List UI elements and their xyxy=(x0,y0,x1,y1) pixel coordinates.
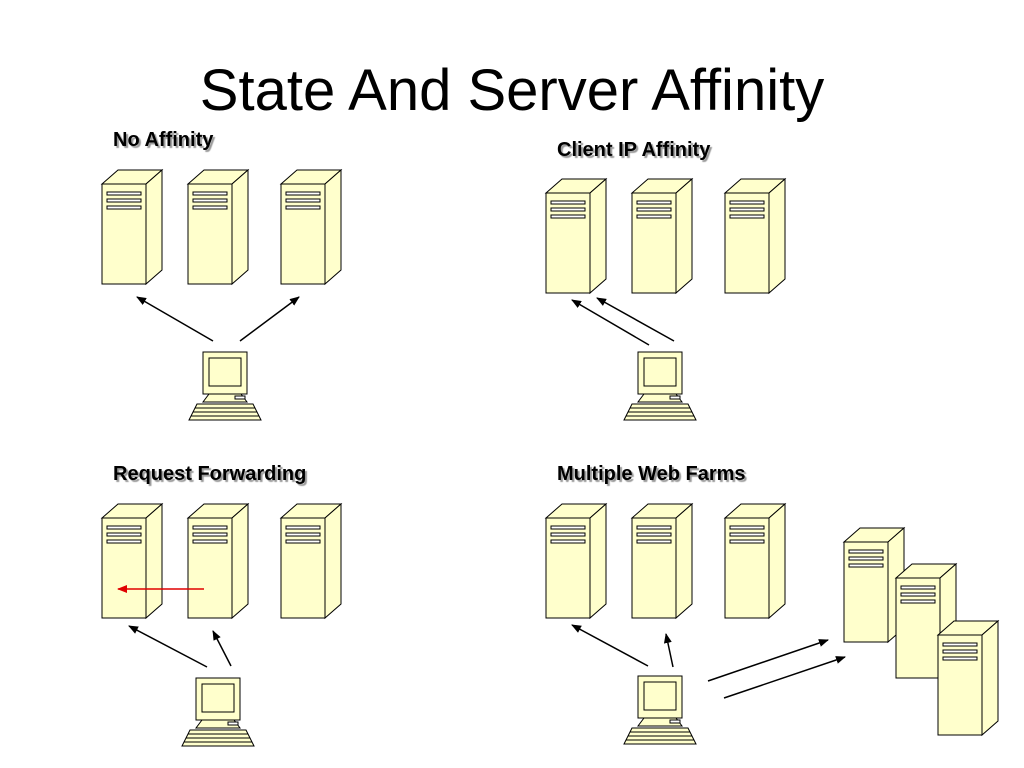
server-web-farm-b-3 xyxy=(936,619,1000,737)
client-forwarding xyxy=(181,677,255,747)
client-web-farms xyxy=(623,675,697,745)
arrow-web-farms-4 xyxy=(723,656,846,699)
server-forwarding-2 xyxy=(186,502,250,620)
label-multiple-web-farms: Multiple Web Farms xyxy=(557,463,746,485)
arrow-no-affinity-2 xyxy=(239,296,300,342)
server-forwarding-1 xyxy=(100,502,164,620)
arrow-no-affinity-1 xyxy=(136,296,214,342)
arrow-client-ip-1 xyxy=(571,299,650,346)
label-client-ip-affinity: Client IP Affinity xyxy=(557,139,711,161)
client-no-affinity xyxy=(188,351,262,421)
server-web-farm-a-1 xyxy=(544,502,608,620)
label-request-forwarding: Request Forwarding xyxy=(113,463,307,485)
arrow-web-farms-3 xyxy=(707,639,829,682)
arrow-forwarding-2 xyxy=(212,630,232,667)
server-no-affinity-1 xyxy=(100,168,164,286)
client-client-ip xyxy=(623,351,697,421)
arrow-forwarding-1 xyxy=(128,625,208,668)
server-client-ip-1 xyxy=(544,177,608,295)
server-no-affinity-2 xyxy=(186,168,250,286)
server-forwarding-3 xyxy=(279,502,343,620)
arrow-web-farms-2 xyxy=(663,633,674,668)
arrow-client-ip-2 xyxy=(596,297,675,342)
slide-title: State And Server Affinity xyxy=(199,58,825,123)
arrow-web-farms-1 xyxy=(571,624,649,667)
server-web-farm-b-1 xyxy=(842,526,906,644)
server-web-farm-a-3 xyxy=(723,502,787,620)
server-no-affinity-3 xyxy=(279,168,343,286)
server-client-ip-2 xyxy=(630,177,694,295)
server-web-farm-a-2 xyxy=(630,502,694,620)
server-client-ip-3 xyxy=(723,177,787,295)
label-no-affinity: No Affinity xyxy=(113,129,214,151)
